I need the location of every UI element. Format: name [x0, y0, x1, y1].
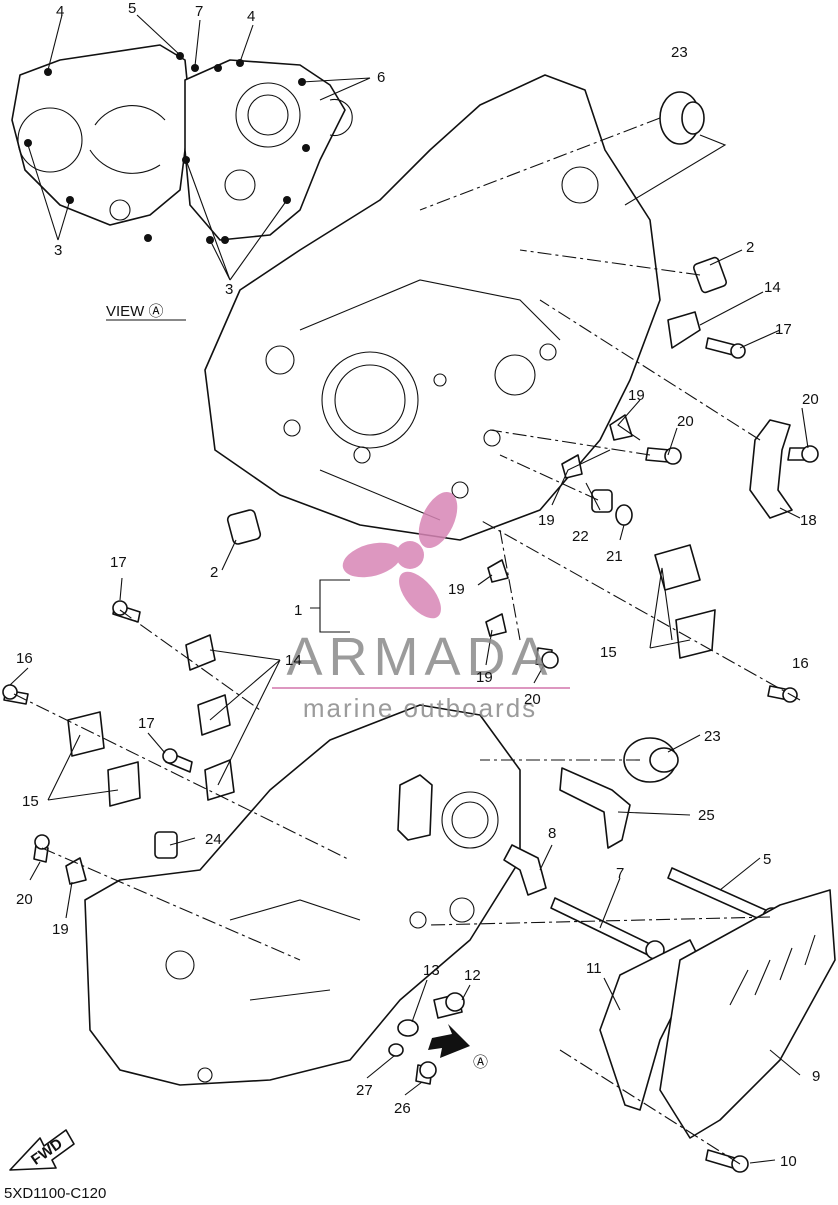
callout-13: 13 — [423, 962, 440, 979]
crankcase-right-half — [204, 74, 661, 541]
callout-19: 19 — [476, 669, 493, 686]
callout-15: 15 — [22, 793, 39, 810]
callout-17: 17 — [138, 715, 155, 732]
callout-4: 4 — [247, 8, 255, 25]
callout-14: 14 — [764, 279, 781, 296]
callout-3: 3 — [225, 281, 233, 298]
callout-2: 2 — [210, 564, 218, 581]
callout-19: 19 — [448, 581, 465, 598]
callout-labels: VIEW Ⓐ 4 5 7 4 6 3 3 23 2 14 17 19 20 20… — [4, 0, 820, 1202]
callout-27: 27 — [356, 1082, 373, 1099]
propeller-logo-icon — [342, 491, 458, 619]
callout-8: 8 — [548, 825, 556, 842]
parts — [2, 91, 836, 1173]
callout-19: 19 — [628, 387, 645, 404]
callout-21: 21 — [606, 548, 623, 565]
callout-23: 23 — [671, 44, 688, 61]
callout-18: 18 — [800, 512, 817, 529]
leader-lines — [9, 117, 809, 1165]
callout-20: 20 — [802, 391, 819, 408]
callout-19: 19 — [538, 512, 555, 529]
callout-19: 19 — [52, 921, 69, 938]
view-marker: Ⓐ — [473, 1054, 488, 1071]
callout-11: 11 — [586, 960, 602, 977]
view-label: VIEW Ⓐ — [106, 303, 164, 320]
callout-26: 26 — [394, 1100, 411, 1117]
callout-22: 22 — [572, 528, 589, 545]
watermark-brand: ARMADA — [286, 627, 553, 687]
diagram-code: 5XD1100-C120 — [4, 1185, 106, 1202]
callout-25: 25 — [698, 807, 715, 824]
watermark: ARMADA marine outboards — [272, 491, 570, 723]
callout-4: 4 — [56, 3, 64, 20]
callout-5: 5 — [128, 0, 136, 17]
fwd-arrow-icon: FWD — [9, 1129, 75, 1171]
callout-10: 10 — [780, 1153, 797, 1170]
view-a-inset — [11, 14, 371, 321]
callout-7: 7 — [195, 3, 203, 20]
callout-14: 14 — [285, 652, 302, 669]
callout-1: 1 — [294, 602, 302, 619]
callout-7: 7 — [616, 865, 624, 882]
callout-5: 5 — [763, 851, 771, 868]
callout-24: 24 — [205, 831, 222, 848]
callout-2: 2 — [746, 239, 754, 256]
callout-3: 3 — [54, 242, 62, 259]
callout-20: 20 — [524, 691, 541, 708]
callout-6: 6 — [377, 69, 385, 86]
callout-16: 16 — [16, 650, 33, 667]
callout-9: 9 — [812, 1068, 820, 1085]
callout-17: 17 — [775, 321, 792, 338]
callout-20: 20 — [16, 891, 33, 908]
callout-15: 15 — [600, 644, 617, 661]
callout-17: 17 — [110, 554, 127, 571]
callout-20: 20 — [677, 413, 694, 430]
callout-16: 16 — [792, 655, 809, 672]
callout-12: 12 — [464, 967, 481, 984]
callout-23: 23 — [704, 728, 721, 745]
watermark-tagline: marine outboards — [303, 693, 537, 723]
